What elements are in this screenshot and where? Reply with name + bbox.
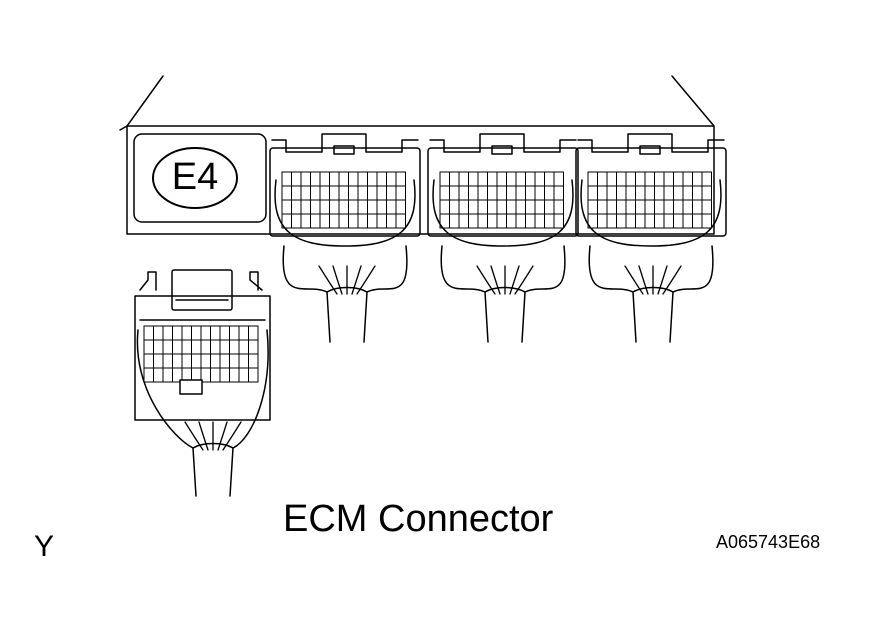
ecm-socket-1: [270, 134, 420, 342]
harness-loop: [137, 330, 193, 448]
corner-letter: Y: [34, 530, 55, 563]
diagram-caption: ECM Connector: [283, 498, 554, 540]
ecm-socket-2: [428, 134, 578, 342]
harness-loop: [283, 246, 327, 292]
connector-id-label: E4: [171, 156, 219, 198]
e4-label-box: [134, 134, 266, 222]
harness-loop: [367, 246, 407, 292]
ecm-housing: [120, 76, 714, 234]
harness-loop: [589, 246, 633, 292]
harness-loop: [233, 330, 268, 448]
harness-loop: [441, 246, 485, 292]
ecm-socket-3: [576, 134, 726, 342]
harness-loop: [525, 246, 565, 292]
harness-loop: [673, 246, 713, 292]
loose-connector: [135, 270, 270, 496]
figure-code: A065743E68: [716, 532, 821, 552]
